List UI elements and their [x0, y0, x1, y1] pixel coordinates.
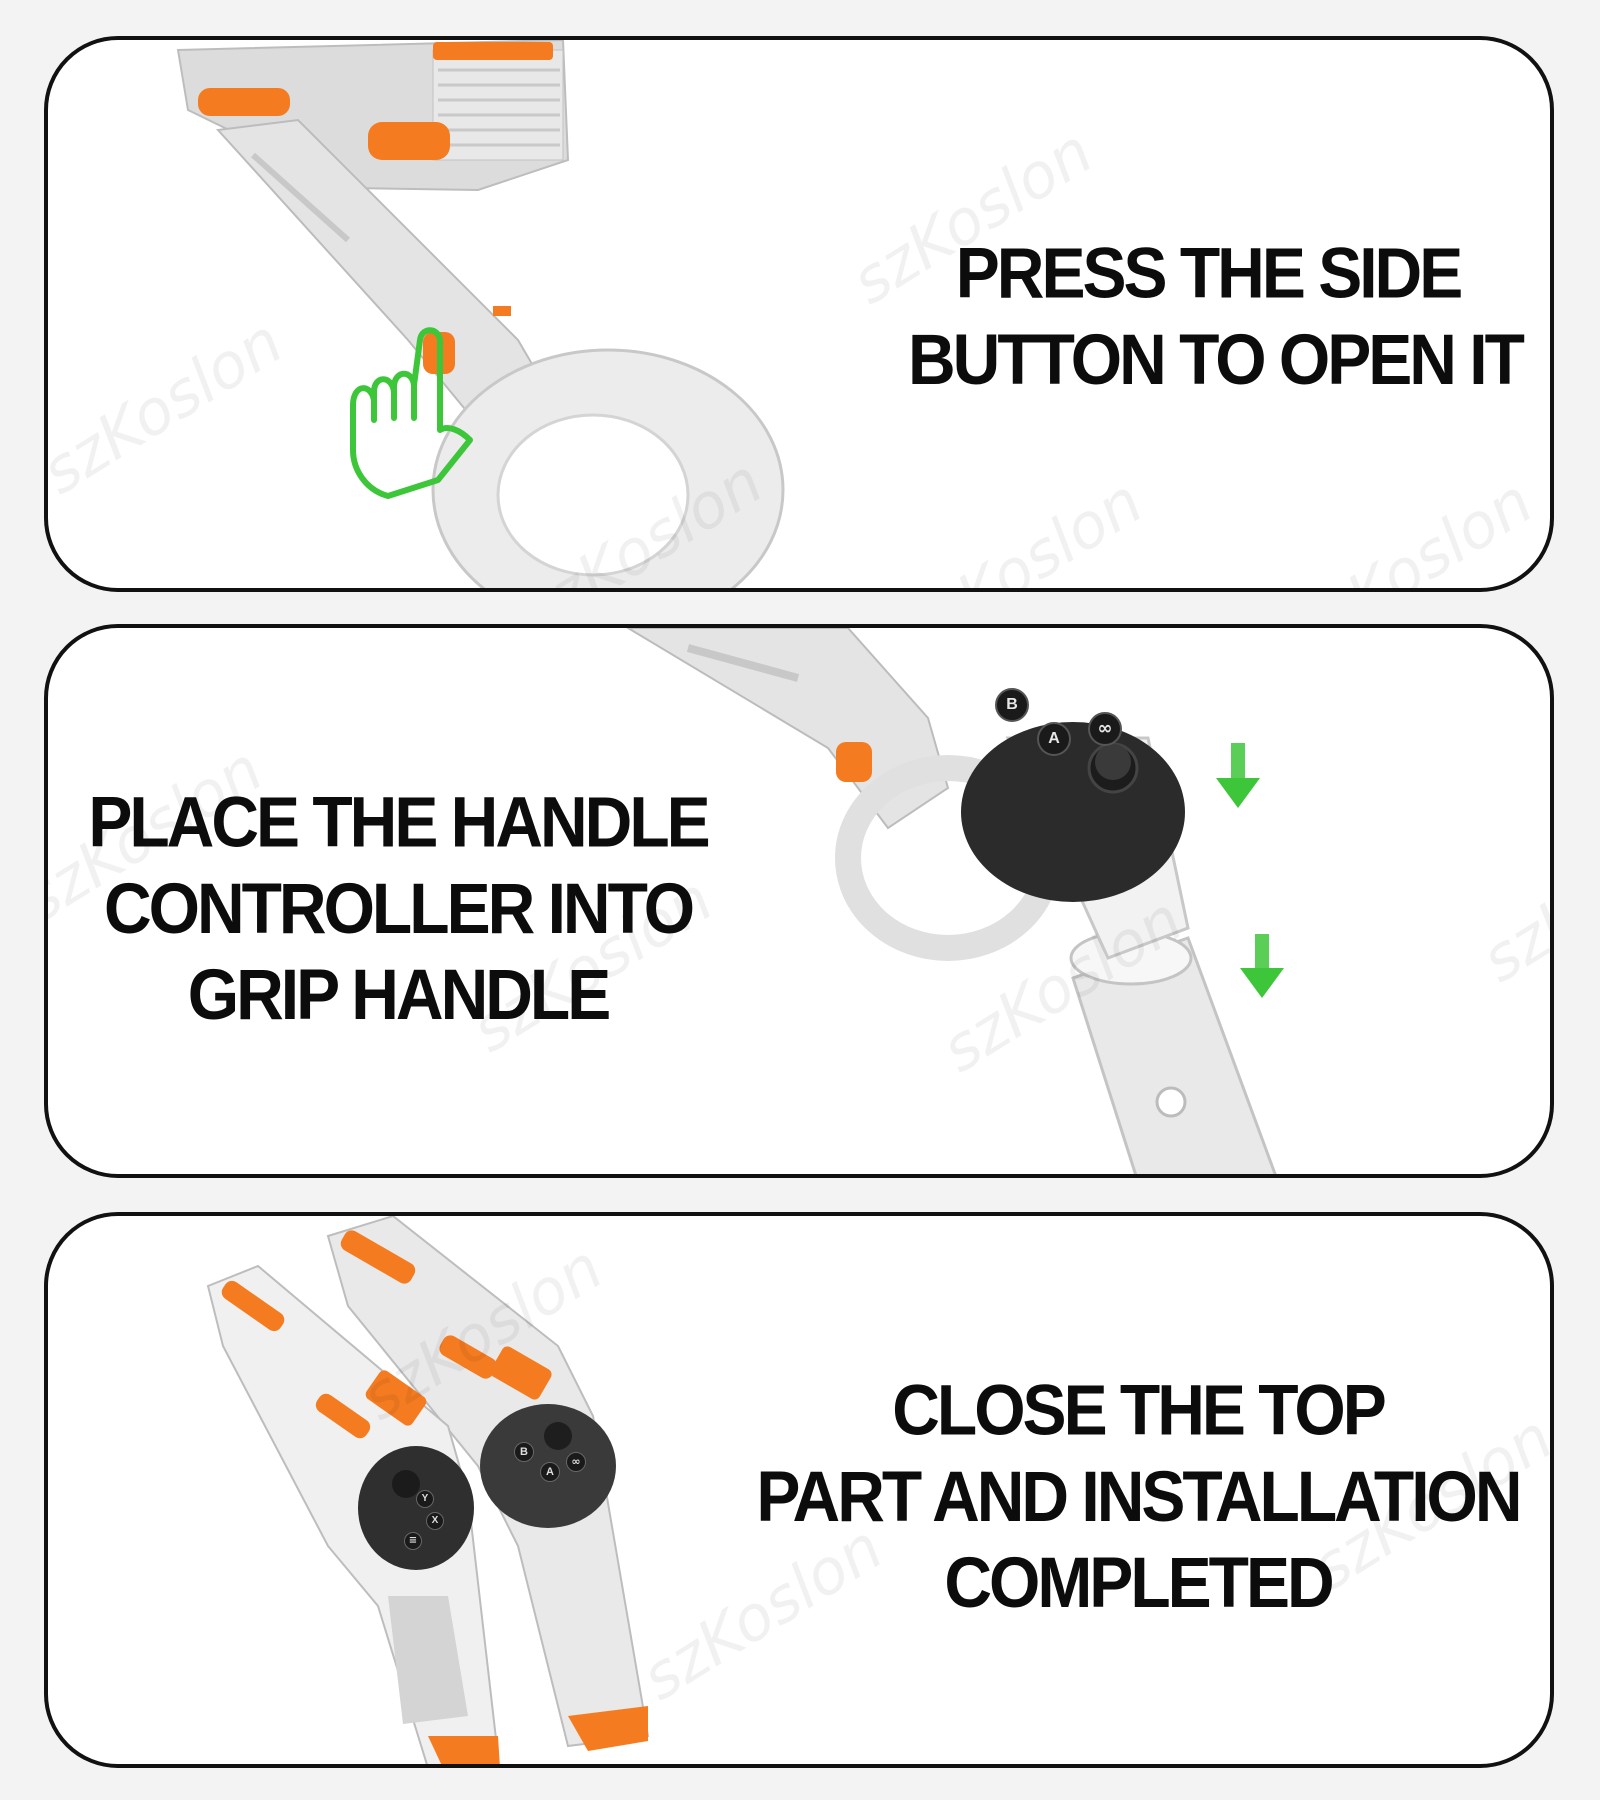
left-controller-gun: [206, 1264, 500, 1764]
caption-line: GRIP HANDLE: [187, 954, 612, 1035]
step-2-caption: PLACE THE HANDLE CONTROLLER INTO GRIP HA…: [88, 778, 710, 1037]
a-button: A: [1037, 722, 1071, 756]
caption-line: COMPLETED: [944, 1542, 1334, 1623]
step-3-panel: B A ∞ Y X ≡ szKoslon szKoslon szKoslon C…: [44, 1212, 1554, 1768]
controller-insert-illustration: [626, 628, 1284, 1174]
menu-button: ∞: [1088, 712, 1122, 746]
down-arrow-icon: [1240, 934, 1284, 998]
step-1-panel: szKoslon szKoslon szKoslon szKoslon szKo…: [44, 36, 1554, 592]
step-1-caption: PRESS THE SIDE BUTTON TO OPEN IT: [908, 230, 1525, 403]
gun-slide: [176, 40, 570, 192]
b-button: B: [995, 688, 1029, 722]
step-2-panel: B A ∞ szKoslon szKoslon szKoslon szKoslo…: [44, 624, 1554, 1178]
menu-button: ∞: [566, 1452, 586, 1472]
caption-line: PRESS THE SIDE: [955, 232, 1463, 313]
caption-line: PLACE THE HANDLE: [88, 781, 710, 862]
step-3-caption: CLOSE THE TOP PART AND INSTALLATION COMP…: [748, 1366, 1528, 1625]
caption-line: CONTROLLER INTO: [103, 868, 695, 948]
controller-head: [961, 722, 1185, 902]
down-arrow-icon: [1216, 743, 1260, 808]
list-button: ≡: [404, 1532, 422, 1550]
b-button: B: [514, 1442, 534, 1462]
gun-open-illustration: [176, 40, 785, 588]
pointing-hand-icon: [350, 327, 473, 499]
caption-line: PART AND INSTALLATION: [756, 1456, 1522, 1536]
caption-line: BUTTON TO OPEN IT: [908, 319, 1525, 400]
x-button: X: [426, 1512, 444, 1530]
y-button: Y: [416, 1490, 434, 1508]
a-button: A: [540, 1462, 560, 1482]
caption-line: CLOSE THE TOP: [892, 1369, 1387, 1450]
